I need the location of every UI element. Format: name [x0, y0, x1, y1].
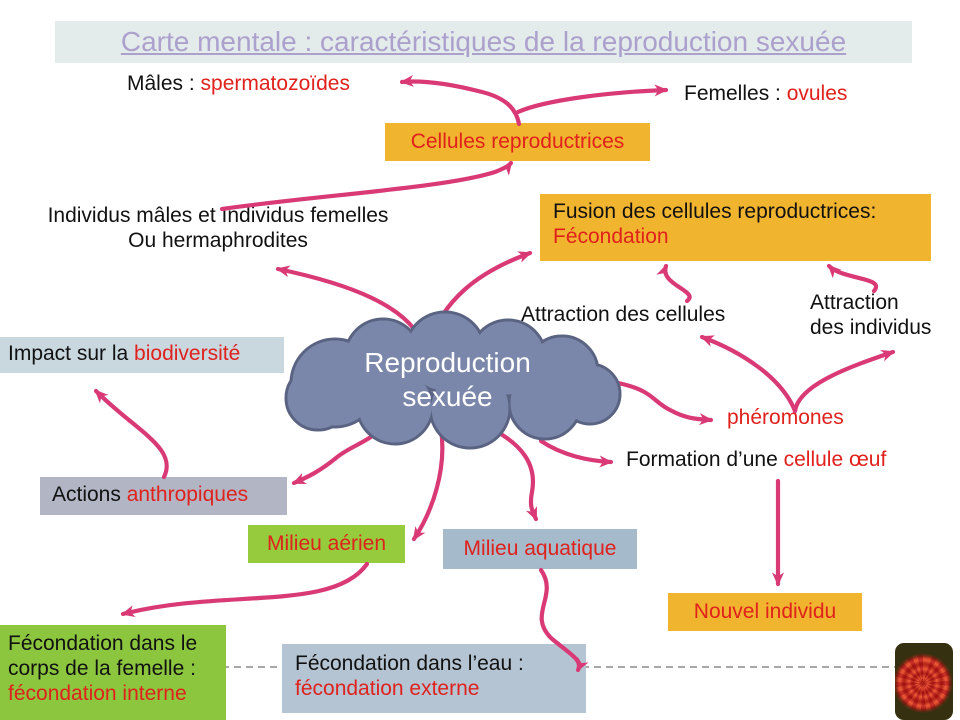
arrow-cloud-to-actions — [291, 422, 388, 486]
node-milieu-aquatique: Milieu aquatique — [443, 529, 637, 569]
node-actions-label: Actions — [52, 483, 127, 506]
title-banner: Carte mentale : caractéristiques de la r… — [55, 21, 912, 63]
arrow-attraction-cellules-to-fusion — [656, 263, 692, 304]
arrow-cellules-to-males — [399, 74, 522, 127]
node-femelles-highlight: ovules — [786, 82, 848, 105]
node-formation-label: Formation d’une — [626, 448, 784, 471]
node-fecondation-interne-line1: Fécondation dans le — [8, 632, 198, 655]
node-fecondation-externe-highlight: fécondation externe — [295, 676, 480, 700]
arrow-cloud-to-milieu-aerien — [411, 426, 445, 542]
central-topic: Reproduction sexuée — [300, 346, 595, 414]
node-femelles: Femelles : ovules — [684, 82, 847, 107]
arrow-cellules-to-femelles — [515, 84, 669, 115]
node-fecondation-interne: Fécondation dans le corps de la femelle … — [0, 625, 226, 720]
node-milieu-aerien: Milieu aérien — [248, 525, 405, 563]
node-formation-highlight: cellule œuf — [783, 448, 887, 471]
arrow-pheromones-to-attraction-cellules — [699, 334, 798, 414]
node-actions-highlight: anthropiques — [126, 483, 249, 506]
node-cellules-reproductrices: Cellules reproductrices — [385, 123, 650, 161]
node-fusion-highlight: Fécondation — [553, 224, 669, 248]
node-nouvel-individu: Nouvel individu — [668, 593, 862, 631]
node-males-highlight: spermatozoïdes — [200, 72, 350, 95]
central-topic-line1: Reproduction — [364, 347, 531, 378]
node-attraction-cellules: Attraction des cellules — [521, 303, 725, 328]
node-pheromones: phéromones — [727, 406, 844, 431]
arrow-pheromones-to-attraction-individus — [792, 349, 896, 414]
arrow-individus-to-cellules — [219, 160, 514, 212]
node-attraction-individus-line1: Attraction — [810, 291, 899, 314]
arrow-actions-to-impact — [93, 388, 169, 480]
arrow-attraction-individus-to-fusion — [826, 263, 879, 294]
node-attraction-cellules-label: Attraction des cellules — [521, 303, 726, 326]
node-actions-anthropiques: Actions anthropiques — [40, 477, 287, 515]
node-milieu-aquatique-label: Milieu aquatique — [463, 536, 617, 560]
node-males: Mâles : spermatozoïdes — [127, 72, 350, 97]
node-attraction-individus-line2: des individus — [810, 315, 932, 339]
node-individus-line2: Ou hermaphrodites — [128, 228, 308, 252]
arrow-aerien-to-fecondation-interne — [120, 561, 370, 617]
central-topic-line2: sexuée — [402, 381, 493, 413]
node-individus: Individus mâles et Individus femelles Ou… — [18, 204, 418, 254]
arrow-cloud-to-individus — [275, 265, 427, 350]
node-fusion-line1: Fusion des cellules reproductrices: — [553, 200, 877, 223]
node-impact-highlight: biodiversité — [134, 342, 241, 365]
node-milieu-aerien-label: Milieu aérien — [266, 531, 387, 555]
node-fecondation-interne-line2: corps de la femelle : — [8, 656, 196, 680]
arrow-cloud-to-pheromones — [615, 380, 714, 426]
node-nouvel-individu-label: Nouvel individu — [693, 599, 837, 623]
node-cellules-label: Cellules reproductrices — [410, 129, 625, 153]
arrow-cloud-to-formation — [538, 438, 614, 468]
node-individus-line1: Individus mâles et Individus femelles — [47, 204, 389, 227]
node-fecondation-externe-line1: Fécondation dans l’eau : — [295, 652, 524, 675]
arrow-cloud-to-milieu-aquatique — [481, 422, 539, 522]
node-impact-label: Impact sur la — [8, 342, 135, 365]
arrow-cloud-to-fusion — [425, 250, 533, 350]
node-males-label: Mâles : — [127, 72, 201, 95]
node-pheromones-label: phéromones — [727, 406, 844, 429]
node-fusion-fecondation: Fusion des cellules reproductrices: Féco… — [540, 194, 931, 261]
node-fecondation-interne-highlight: fécondation interne — [8, 681, 187, 705]
node-femelles-label: Femelles : — [684, 82, 787, 105]
page-title: Carte mentale : caractéristiques de la r… — [120, 26, 847, 57]
node-fecondation-externe: Fécondation dans l’eau : fécondation ext… — [282, 644, 586, 713]
node-impact-biodiversite: Impact sur la biodiversité — [0, 337, 284, 373]
flower-image — [895, 643, 953, 720]
node-attraction-individus: Attraction des individus — [810, 291, 931, 341]
node-formation-cellule-oeuf: Formation d’une cellule œuf — [626, 448, 886, 473]
